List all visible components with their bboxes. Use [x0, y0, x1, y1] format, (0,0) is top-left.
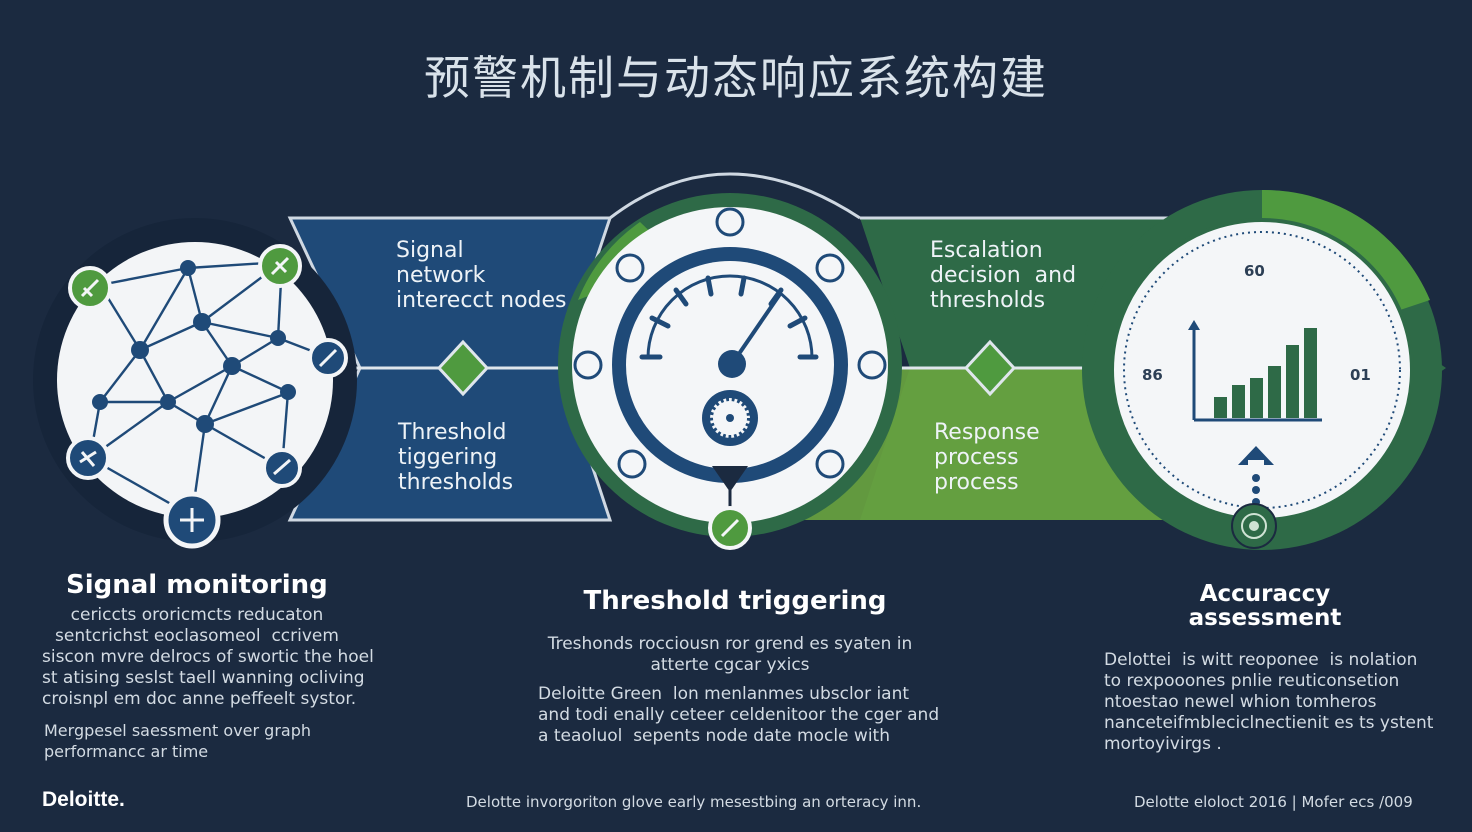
deloitte-logo: Deloitte.: [42, 788, 125, 811]
gauge-badge-icons: [573, 207, 887, 479]
diamond-icon: [963, 339, 1017, 397]
page-title: 预警机制与动态响应系统构建: [424, 51, 1048, 105]
network-node-badge-icon: [308, 338, 348, 378]
gauge-number-top: 60: [1244, 262, 1265, 280]
network-node-badge-icon: [68, 266, 112, 310]
network-circle: [57, 242, 333, 518]
network-node-badge-icon: [163, 491, 221, 549]
network-node-badge-icon: [258, 244, 302, 288]
heading-signal-monitoring: Signal monitoring: [66, 570, 328, 600]
footer-center-text: Delotte invorgoriton glove early mesestb…: [466, 793, 922, 811]
label-escalation: Escalation decision and thresholds: [930, 238, 1077, 313]
gauge-bottom-badge-icon: [708, 506, 752, 550]
extra-signal-monitoring: Mergpesel saessment over graph performan…: [44, 721, 311, 761]
gauge-needle: [730, 292, 782, 366]
body-threshold-triggering: Treshonds rocciousn ror grend es syaten …: [547, 634, 913, 675]
footer-right-text: Delotte eloloct 2016 | Mofer ecs /009: [1134, 793, 1413, 811]
arch-top: [609, 172, 861, 220]
label-response: Response process process: [934, 420, 1040, 495]
network-node-badge-icon: [262, 448, 302, 488]
heading-accuracy-assessment: Accuraccy assessment: [1188, 581, 1342, 631]
network-node-badge-icon: [66, 436, 110, 480]
body-signal-monitoring: cericcts ororicmcts reducaton sentcrichs…: [42, 605, 374, 709]
label-signal-network: Signal network interecct nodes: [396, 238, 567, 313]
label-threshold-triggering: Threshold tiggering thresholds: [398, 420, 514, 495]
diamond-icon: [436, 339, 490, 397]
body-accuracy-assessment: Delottei is witt reoponee is nolation to…: [1104, 650, 1434, 754]
heading-threshold-triggering: Threshold triggering: [583, 586, 887, 616]
accuracy-badge-icon: [1231, 503, 1277, 549]
bar-chart-icon: [1188, 320, 1322, 422]
gauge-number-left: 86: [1142, 366, 1163, 384]
gauge-number-right: 01: [1350, 366, 1371, 384]
extra-threshold-triggering: Deloitte Green lon menlanmes ubsclor ian…: [538, 684, 940, 746]
